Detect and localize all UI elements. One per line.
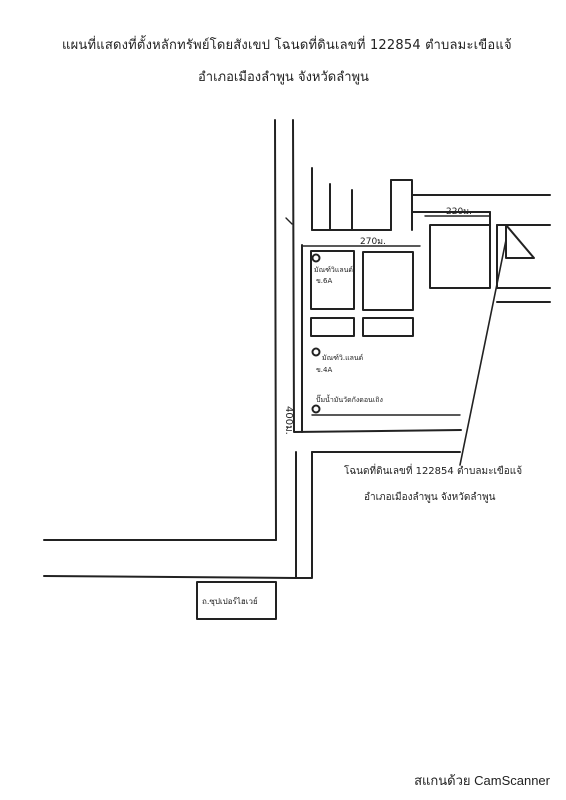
block-upper-right-corner xyxy=(390,179,413,231)
landmark-2-marker xyxy=(311,347,321,357)
main-road-bottom-link xyxy=(295,451,313,579)
label-270m: 270ม. xyxy=(360,237,386,247)
block-b xyxy=(362,251,414,311)
parcel-note-line-1: โฉนดที่ดินเลขที่ 122854 ตำบลมะเขือแจ้ xyxy=(344,463,522,477)
bottom-sign-box xyxy=(196,581,277,620)
bottom-sign-label: ถ.ซุปเปอร์ไฮเวย์ xyxy=(202,596,258,606)
block-right-1 xyxy=(429,224,491,289)
landmark-2-code: ข.4A xyxy=(316,366,332,374)
block-c xyxy=(310,317,355,337)
label-220m: 220ม. xyxy=(446,207,472,217)
landmark-2-name: มัณฑ์วิ.แลนด์ xyxy=(322,354,363,362)
landmark-1-code: ข.6A xyxy=(316,277,332,285)
landmark-3-marker xyxy=(311,404,321,414)
map-title-line-1: แผนที่แสดงที่ตั้งหลักทรัพย์โดยสังเขป โฉน… xyxy=(62,38,512,53)
scanner-watermark: สแกนด้วย CamScanner xyxy=(414,773,550,788)
label-400m: 400ม. xyxy=(283,406,294,435)
main-road-lower-south-edge xyxy=(43,451,297,579)
main-road-east-edge xyxy=(292,119,462,433)
main-road-west-edge xyxy=(274,119,277,541)
landmark-3-name: ปั๊มน้ำมันวัดกังดอนเถิง xyxy=(316,393,383,404)
map-title-line-2: อำเภอเมืองลำพูน จังหวัดลำพูน xyxy=(198,70,369,85)
target-parcel xyxy=(505,224,535,259)
parcel-pointer-arrow xyxy=(459,239,507,466)
block-a xyxy=(310,250,355,310)
road-mark xyxy=(285,217,293,225)
landmark-1-marker xyxy=(311,253,321,263)
parcel-note-line-2: อำเภอเมืองลำพูน จังหวัดลำพูน xyxy=(364,491,496,503)
landmark-1-name: มัณฑ์วิแลนด์ xyxy=(314,266,353,274)
block-d xyxy=(362,317,414,337)
